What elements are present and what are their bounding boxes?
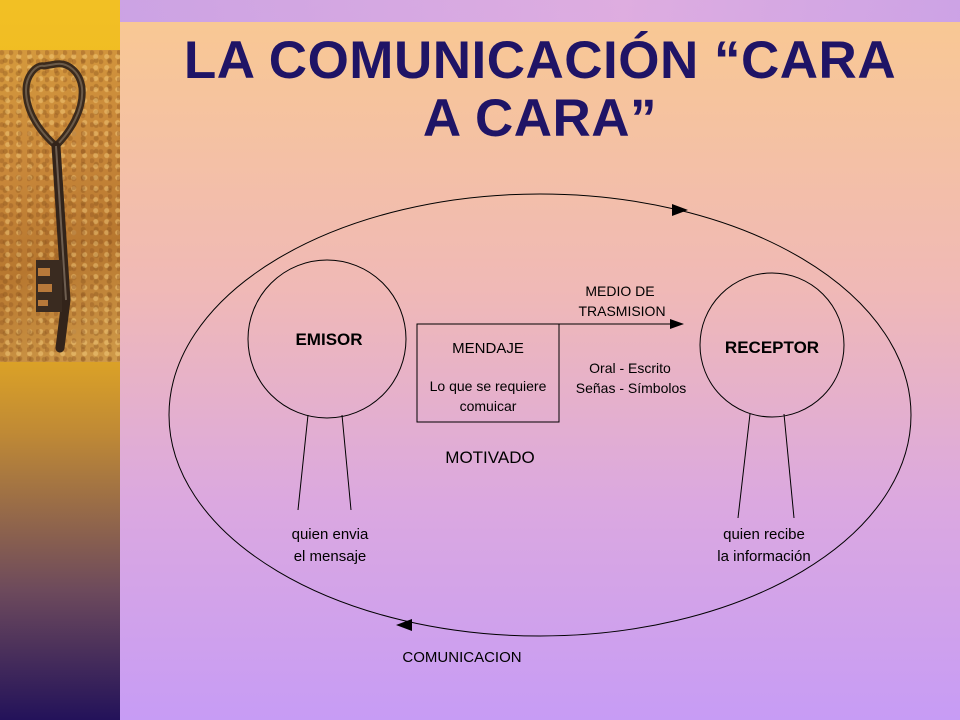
emisor-connector-left [297,414,309,511]
receptor-connector-right [783,413,795,519]
emisor-circle [247,259,407,419]
cycle-arrow-bottom [396,619,412,631]
top-decorative-strip [120,0,960,22]
cycle-arrow-top [672,204,688,216]
emisor-label: EMISOR [295,330,362,349]
message-box [416,323,560,423]
key-icon [22,60,86,353]
message-line-1: Lo que se requiere [430,378,547,394]
medium-line-1: MEDIO DE [585,283,654,299]
key-photo [0,50,120,362]
receptor-circle [699,272,845,418]
receptor-desc-line-2: la información [717,548,810,565]
motivado-label: MOTIVADO [445,448,534,467]
medium-type-1: Oral - Escrito [589,360,671,376]
cycle-label: COMUNICACION [402,649,521,666]
emisor-desc-line-1: quien envia [292,526,369,543]
slide-title: LA COMUNICACIÓN “CARA A CARA” [130,32,950,148]
medium-line-2: TRASMISION [578,303,665,319]
title-line-1: LA COMUNICACIÓN “CARA [183,31,897,90]
receptor-connector-left [737,413,751,519]
emisor-desc-line-2: el mensaje [294,548,367,565]
communication-cycle [168,193,912,637]
emisor-connector-right [341,414,352,511]
message-line-2: comuicar [460,398,517,414]
message-title: MENDAJE [452,340,524,357]
receptor-desc-line-1: quien recibe [723,526,805,543]
title-line-2: A CARA” [422,89,658,148]
receptor-label: RECEPTOR [725,338,819,357]
medium-type-2: Señas - Símbolos [576,380,687,396]
